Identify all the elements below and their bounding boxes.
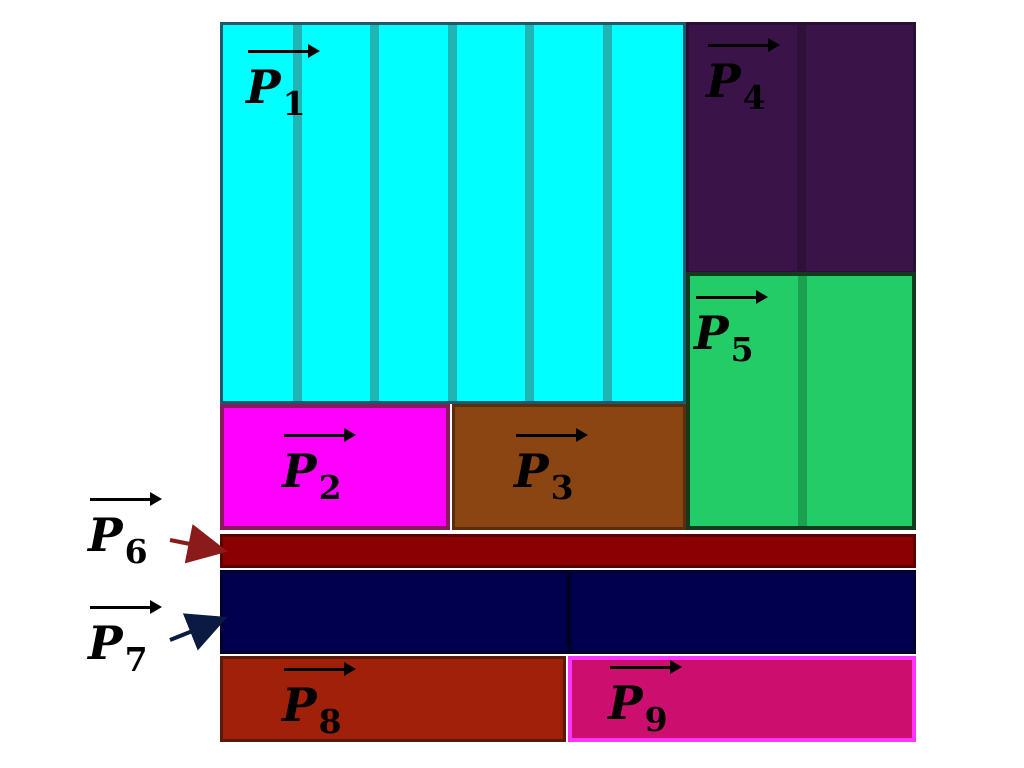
p7-divider: [567, 573, 571, 651]
piece-p5-block: [686, 272, 916, 530]
p1-stripe: [448, 25, 457, 401]
label-p5: P5: [694, 290, 768, 366]
label-p8: P8: [282, 662, 356, 738]
label-p7: P7: [88, 600, 162, 676]
vector-arrow-p4: [708, 38, 780, 52]
p4-stripe: [797, 25, 806, 271]
piece-p1-block: [220, 22, 686, 404]
label-p4: P4: [706, 38, 780, 114]
piece-p3-block: [452, 404, 686, 530]
label-p9: P9: [608, 660, 682, 736]
vector-arrow-p5: [696, 290, 768, 304]
p1-stripe: [293, 25, 302, 401]
label-p2: P2: [282, 428, 356, 504]
piece-p9-block: [568, 656, 916, 742]
p7-pointer-arrow: [169, 613, 228, 651]
p6-pointer-arrow: [169, 524, 228, 564]
piece-p7-block: [220, 570, 916, 654]
piece-p6-block: [220, 534, 916, 568]
vector-arrow-p7: [90, 600, 162, 614]
p1-stripe: [525, 25, 534, 401]
piece-p4-block: [686, 22, 916, 274]
label-p1: P1: [246, 44, 320, 120]
label-p3: P3: [514, 428, 588, 504]
p1-stripe: [603, 25, 612, 401]
piece-p8-block: [220, 656, 566, 742]
p5-stripe: [798, 276, 807, 526]
vector-arrow-p6: [90, 492, 162, 506]
vector-arrow-p3: [516, 428, 588, 442]
vector-arrow-p9: [610, 660, 682, 674]
p1-stripe: [370, 25, 379, 401]
vector-arrow-p8: [284, 662, 356, 676]
label-p6: P6: [88, 492, 162, 568]
piece-p2-block: [220, 404, 450, 530]
vector-arrow-p1: [248, 44, 320, 58]
vector-arrow-p2: [284, 428, 356, 442]
